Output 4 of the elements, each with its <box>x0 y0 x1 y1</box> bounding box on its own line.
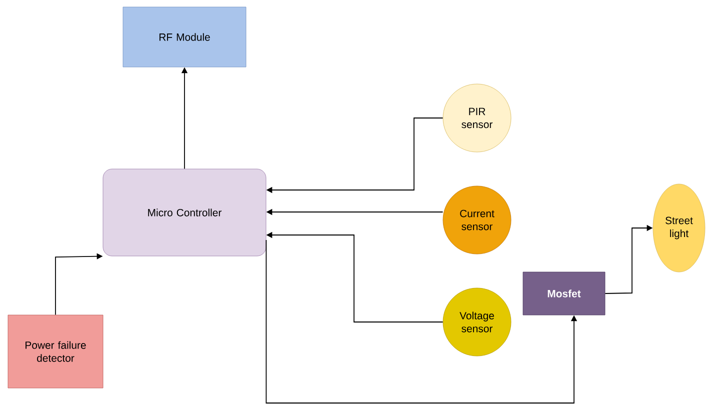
mosfet-box: Mosfet <box>522 272 606 316</box>
controller-box: Micro Controller <box>102 168 266 256</box>
module-box: RF Module <box>122 6 246 68</box>
detector-box: Power failure detector <box>8 314 104 388</box>
